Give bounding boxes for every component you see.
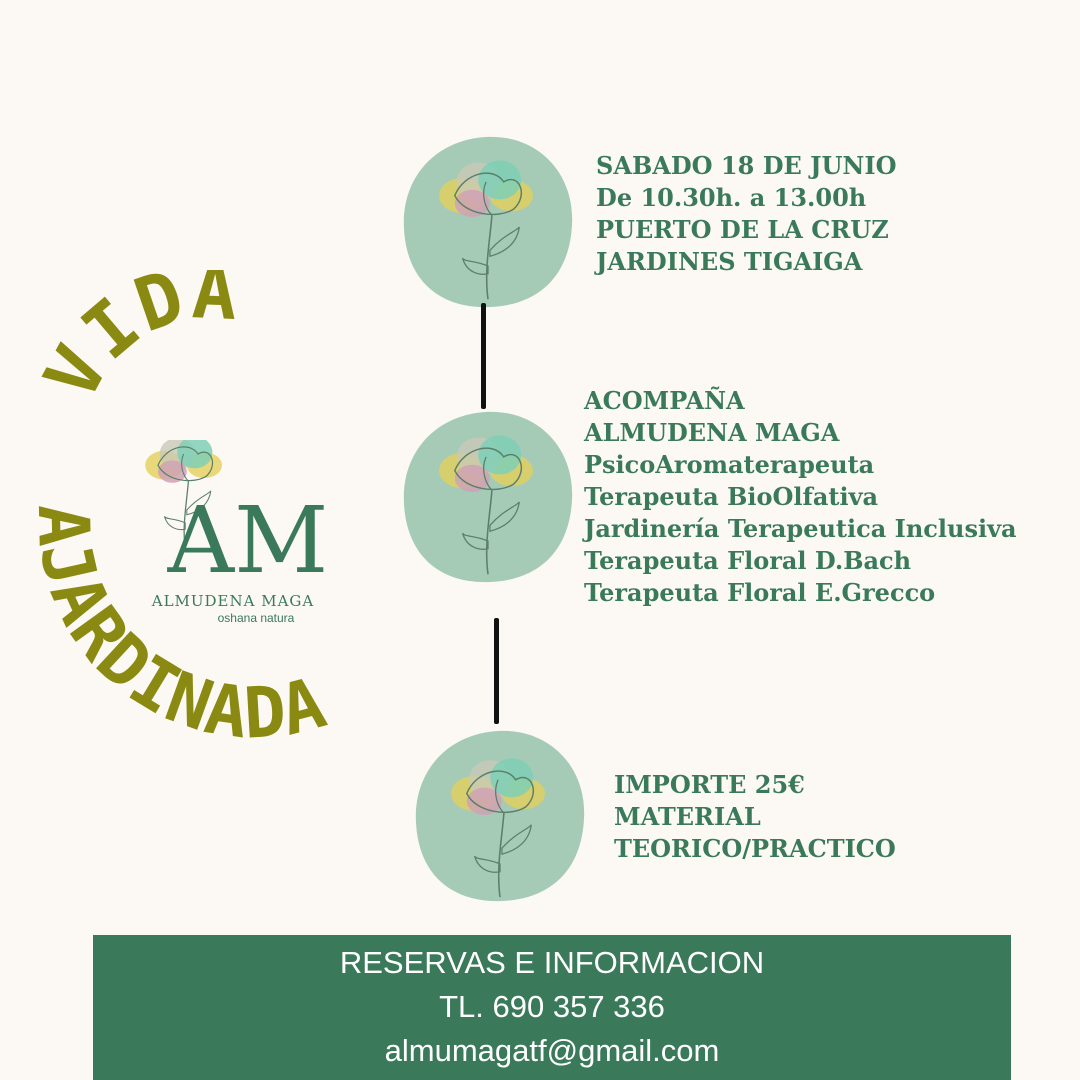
logo-name: ALMUDENA MAGA [151,592,315,610]
event-city: PUERTO DE LA CRUZ [596,215,889,244]
footer-phone: TL. 690 357 336 [439,989,665,1024]
facilitator-role-1: PsicoAromaterapeuta [584,450,875,479]
timeline-connector-2 [494,618,499,724]
event-venue: JARDINES TIGAIGA [596,247,863,276]
facilitator-intro: ACOMPAÑA [584,386,745,415]
material-label: MATERIAL [614,802,761,831]
title-word-vida: VIDA [28,270,238,413]
facilitator-details: ACOMPAÑA ALMUDENA MAGA PsicoAromaterapeu… [584,385,1017,609]
timeline-connector-1 [481,303,486,409]
facilitator-role-5: Terapeuta Floral E.Grecco [584,578,936,607]
svg-text:VIDA: VIDA [28,270,240,413]
facilitator-role-3: Jardinería Terapeutica Inclusiva [584,514,1017,543]
price-details: IMPORTE 25€ MATERIAL TEORICO/PRACTICO [614,769,896,865]
logo-monogram: AM [167,487,329,594]
material-type: TEORICO/PRACTICO [614,834,896,863]
curved-title: VIDA AJARDINADA [22,270,334,755]
contact-footer: RESERVAS E INFORMACION TL. 690 357 336 a… [93,935,1011,1080]
logo-tagline: oshana natura [218,611,295,625]
event-time: De 10.30h. a 13.00h [596,183,867,212]
price: IMPORTE 25€ [614,770,805,799]
brand-logo: AM ALMUDENA MAGA oshana natura [140,435,340,640]
facilitator-role-2: Terapeuta BioOlfativa [584,482,879,511]
footer-title: RESERVAS E INFORMACION [339,945,765,980]
facilitator-name: ALMUDENA MAGA [584,418,840,447]
event-date: SABADO 18 DE JUNIO [596,151,897,180]
facilitator-role-4: Terapeuta Floral D.Bach [584,546,912,575]
footer-email: almumagatf@gmail.com [384,1033,720,1068]
event-details: SABADO 18 DE JUNIO De 10.30h. a 13.00h P… [596,150,897,278]
